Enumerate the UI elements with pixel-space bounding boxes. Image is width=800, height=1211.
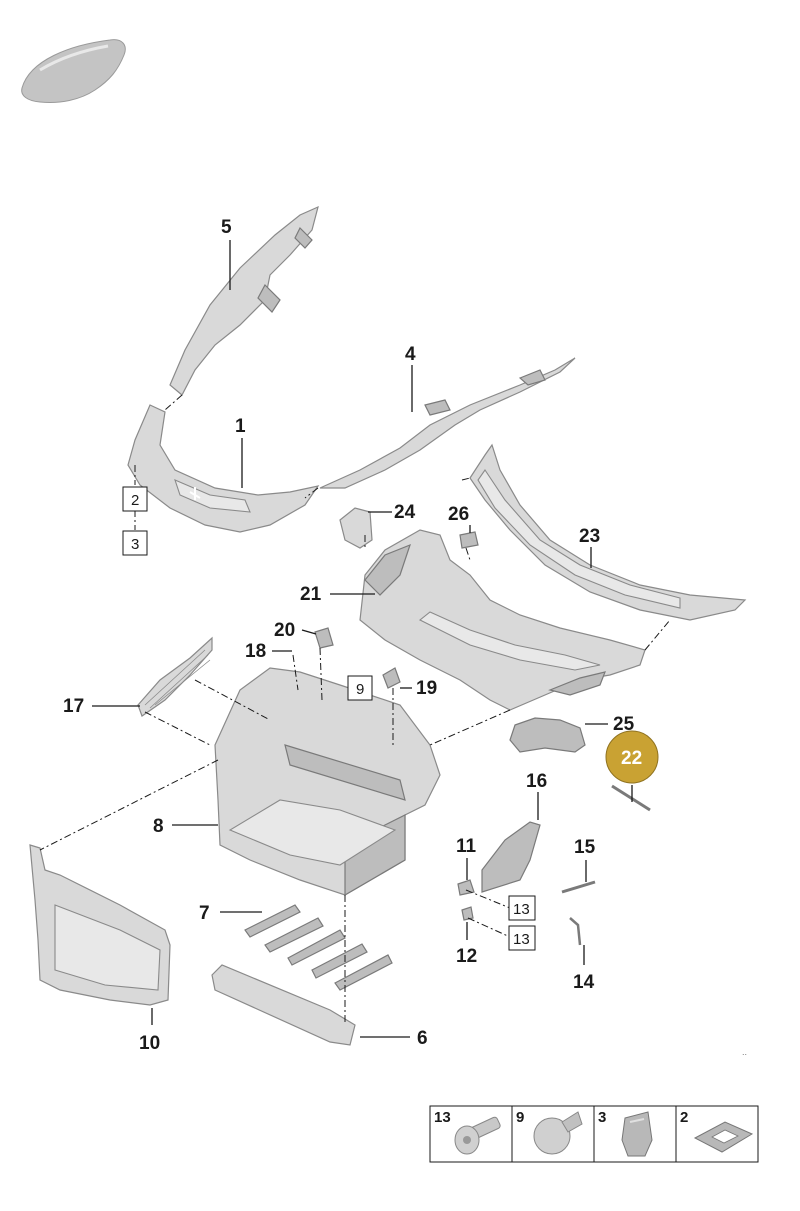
highlight-callout-22[interactable]: 22: [605, 730, 659, 784]
legend-table: 13 9 3 2: [429, 1105, 759, 1163]
callout-23: 23: [579, 526, 600, 547]
callout-24: 24: [394, 502, 416, 523]
screw-icon: [454, 1116, 501, 1155]
boxed-ref-9: 9: [347, 675, 373, 701]
part-25-bracket: [509, 717, 586, 753]
callout-12: 12: [456, 946, 477, 967]
part-23-rear-frame: [469, 443, 747, 621]
clip-nut-icon: [621, 1111, 653, 1157]
svg-text:22: 22: [621, 748, 642, 769]
callout-21: 21: [300, 584, 322, 605]
callout-15: 15: [574, 837, 596, 858]
svg-text:9: 9: [356, 681, 364, 698]
svg-text:13: 13: [513, 901, 530, 918]
part-5-trim-strip: [169, 205, 319, 396]
callout-11: 11: [456, 836, 477, 857]
callout-7: 7: [199, 903, 210, 924]
callout-1: 1: [235, 416, 246, 437]
part-19-clip: [382, 667, 401, 689]
callout-10: 10: [139, 1033, 160, 1054]
legend-label-2: 2: [680, 1109, 688, 1126]
legend-label-13: 13: [434, 1109, 451, 1126]
boxed-ref-2: 2: [122, 486, 148, 512]
callout-4: 4: [405, 344, 416, 365]
corner-mark: ..: [742, 1047, 747, 1057]
callout-6: 6: [417, 1028, 428, 1049]
callout-5: 5: [221, 217, 232, 238]
callout-26: 26: [448, 504, 469, 525]
part-16-panel: [481, 821, 541, 893]
boxed-ref-13b: 13: [508, 925, 536, 951]
callout-25: 25: [613, 714, 635, 735]
part-1-front-trim: [127, 404, 320, 533]
callout-16: 16: [526, 771, 547, 792]
part-22-rod: [611, 784, 651, 812]
part-10-side-trim: [29, 844, 171, 1006]
car-thumbnail-icon: [21, 39, 126, 103]
callout-17: 17: [63, 696, 84, 717]
callout-8: 8: [153, 816, 164, 837]
legend-label-9: 9: [516, 1109, 524, 1126]
svg-text:3: 3: [131, 536, 139, 553]
part-7-pads: [244, 904, 393, 991]
part-21-rear-panel: [359, 529, 646, 711]
part-24-bracket: [339, 507, 373, 549]
part-26-clip: [459, 531, 479, 549]
part-12-clip: [461, 906, 474, 921]
part-6-floor-strip: [211, 964, 356, 1046]
callout-19: 19: [416, 678, 437, 699]
part-4-side-trim: [319, 357, 576, 489]
part-15-rod: [561, 880, 596, 894]
part-17-vent-grille: [137, 636, 213, 717]
callout-18: 18: [245, 641, 266, 662]
part-20-clip: [314, 627, 334, 649]
part-14-clip: [569, 917, 582, 946]
assembly-lines: [39, 394, 671, 1025]
legend-label-3: 3: [598, 1109, 606, 1126]
part-8-trunk-liner: [214, 667, 441, 897]
leader-lines: [92, 240, 633, 1038]
clip-icon: [533, 1111, 583, 1155]
boxed-ref-3: 3: [122, 530, 148, 556]
boxed-ref-13a: 13: [508, 895, 536, 921]
svg-text:2: 2: [131, 492, 139, 509]
svg-text:13: 13: [513, 931, 530, 948]
callout-14: 14: [573, 972, 595, 993]
pad-icon: [693, 1121, 754, 1153]
callout-20: 20: [274, 620, 295, 641]
